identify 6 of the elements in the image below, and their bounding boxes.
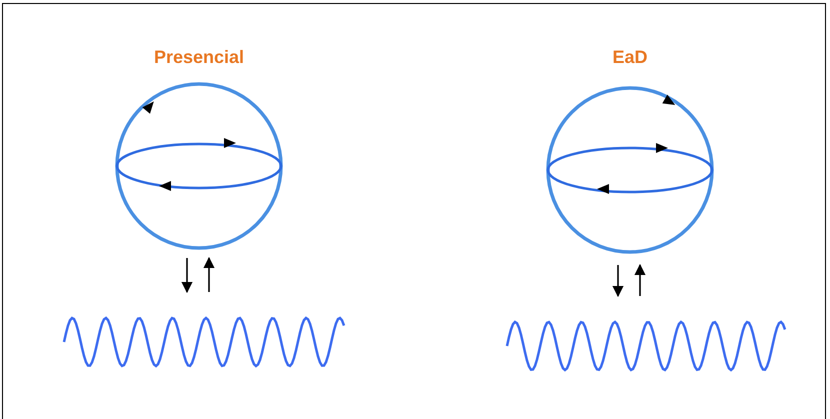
heading: EaD <box>612 46 648 68</box>
arrow <box>612 265 624 298</box>
arrow <box>203 256 215 292</box>
arrow <box>181 258 193 294</box>
arrow <box>634 264 646 296</box>
heading: Presencial <box>154 46 244 68</box>
